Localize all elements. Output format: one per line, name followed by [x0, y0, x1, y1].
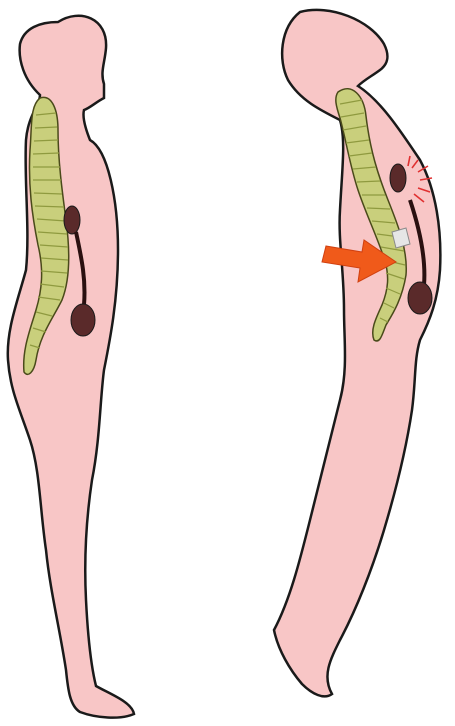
- figure-hyperextension: [274, 10, 440, 696]
- figure-upright: [8, 16, 134, 718]
- upright-kidney-upper: [64, 206, 80, 234]
- hyperextension-bladder: [408, 282, 432, 314]
- hyperextension-kidney-upper: [390, 164, 406, 192]
- upright-bladder: [71, 304, 95, 336]
